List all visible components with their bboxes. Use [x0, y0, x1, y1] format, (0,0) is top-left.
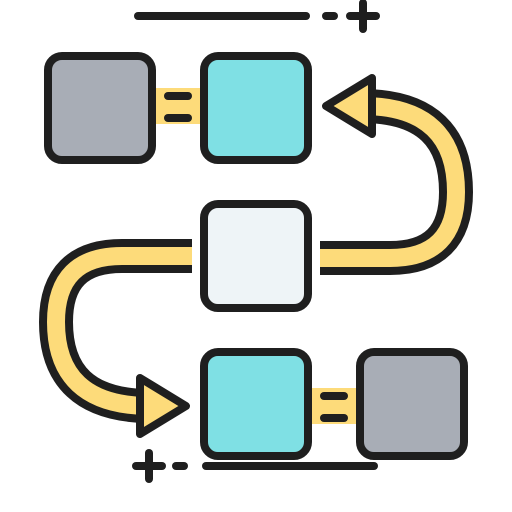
cyan-block-top — [200, 52, 312, 164]
cyan-block-bottom — [200, 348, 312, 460]
top-plus-icon — [346, 0, 380, 33]
gray-block-top-left — [44, 52, 156, 164]
gray-block-bottom-right — [356, 348, 468, 460]
curved-arrow-top-right — [320, 74, 473, 275]
arrow-head-left-icon — [322, 74, 376, 138]
bottom-line-decoration — [132, 449, 378, 483]
light-block-center — [200, 200, 312, 312]
bottom-plus-icon — [132, 449, 166, 483]
connector-bottom — [306, 388, 362, 424]
connector-top — [150, 88, 206, 124]
curved-arrow-bottom-left — [39, 239, 192, 438]
arrow-head-right-icon — [136, 374, 190, 438]
top-line-decoration — [134, 0, 380, 33]
